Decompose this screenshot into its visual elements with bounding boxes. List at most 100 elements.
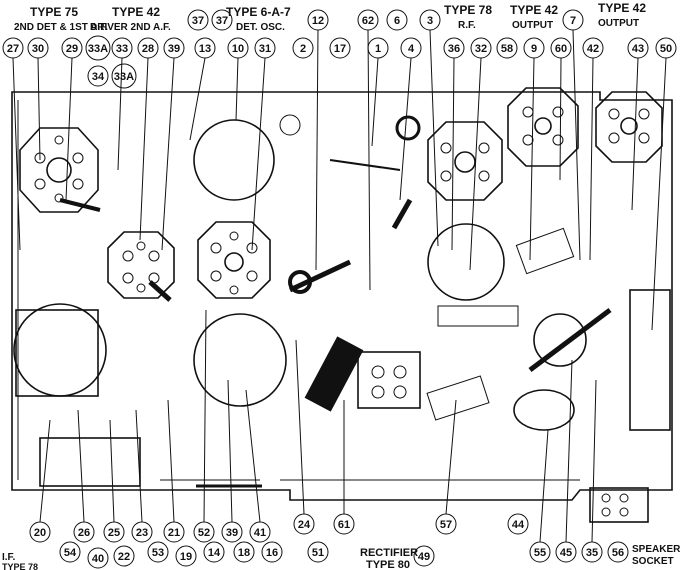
label-driver: DRIVER 2ND A.F.	[90, 22, 171, 33]
bypass-condenser	[391, 198, 413, 230]
label-det-af: 2ND DET & 1ST A.F.	[14, 22, 108, 33]
svg-text:27: 27	[7, 43, 19, 55]
callout-12: 12	[307, 9, 329, 31]
svg-text:40: 40	[92, 553, 104, 565]
label-type80: TYPE 80	[366, 559, 410, 570]
svg-text:17: 17	[334, 43, 346, 55]
filter-can	[513, 389, 575, 431]
callout-3: 3	[419, 9, 441, 31]
plate-resistor	[59, 198, 101, 212]
label-type75: TYPE 75	[30, 5, 78, 19]
label-type78b: TYPE 78	[2, 562, 38, 570]
callout-39b: 39	[221, 521, 243, 543]
trimmer-ring-left	[279, 114, 301, 136]
tube-socket-type42-output-b	[595, 91, 663, 163]
svg-text:34: 34	[92, 71, 105, 83]
if-can-frame	[15, 309, 99, 397]
label-type42a: TYPE 42	[112, 5, 160, 19]
label-rectifier: RECTIFIER	[360, 547, 418, 559]
bias-resistor	[426, 375, 490, 421]
svg-text:43: 43	[632, 43, 644, 55]
svg-text:53: 53	[152, 547, 164, 559]
callout-4: 4	[400, 37, 422, 59]
svg-text:18: 18	[238, 547, 250, 559]
volume-control	[193, 313, 287, 407]
callout-41: 41	[249, 521, 271, 543]
svg-text:22: 22	[118, 551, 130, 563]
callout-39: 39	[163, 37, 185, 59]
callout-24: 24	[293, 513, 315, 535]
callout-18: 18	[233, 541, 255, 563]
trimmer-ring-right	[395, 115, 421, 141]
svg-text:10: 10	[232, 43, 244, 55]
callout-58: 58	[496, 37, 518, 59]
svg-text:20: 20	[34, 527, 46, 539]
svg-text:31: 31	[259, 43, 271, 55]
callout-53: 53	[147, 541, 169, 563]
svg-text:21: 21	[168, 527, 180, 539]
callout-33a: 33A	[85, 35, 111, 61]
chassis-inner-edge	[17, 100, 580, 481]
svg-text:32: 32	[475, 43, 487, 55]
tone-resistor	[515, 227, 575, 275]
callout-33a-lower: 33A	[111, 63, 137, 89]
svg-text:7: 7	[570, 15, 576, 27]
callout-55: 55	[529, 541, 551, 563]
svg-text:62: 62	[362, 15, 374, 27]
label-type42c: TYPE 42	[598, 1, 646, 15]
rectifier-resistor	[304, 336, 364, 412]
callout-52: 52	[193, 521, 215, 543]
label-outputc: OUTPUT	[598, 18, 639, 29]
callout-19: 19	[175, 545, 197, 567]
output-transformer	[533, 313, 587, 367]
callouts-top: 27 30 29 33A 33 28 39 13 37 37 10 31 12 …	[2, 9, 677, 89]
tube-socket-type75	[19, 127, 99, 213]
tube-socket-type6a7	[197, 221, 271, 299]
svg-text:2: 2	[300, 43, 306, 55]
leader-lines	[12, 29, 667, 543]
svg-text:60: 60	[555, 43, 567, 55]
svg-text:33A: 33A	[88, 43, 108, 55]
svg-text:45: 45	[560, 547, 572, 559]
callout-17: 17	[329, 37, 351, 59]
label-type6a7: TYPE 6-A-7	[226, 5, 291, 19]
callout-51: 51	[307, 541, 329, 563]
label-if: I.F.	[2, 552, 16, 563]
callout-43: 43	[627, 37, 649, 59]
callout-37a: 37	[187, 9, 209, 31]
svg-text:44: 44	[512, 519, 525, 531]
callout-45: 45	[555, 541, 577, 563]
wire-a	[329, 159, 401, 171]
callout-32: 32	[470, 37, 492, 59]
svg-text:4: 4	[408, 43, 415, 55]
callout-14: 14	[203, 541, 225, 563]
callout-27: 27	[2, 37, 24, 59]
svg-text:54: 54	[64, 547, 77, 559]
callout-2: 2	[292, 37, 314, 59]
svg-text:33: 33	[116, 43, 128, 55]
callout-1: 1	[367, 37, 389, 59]
svg-text:49: 49	[418, 551, 430, 563]
callout-26: 26	[73, 521, 95, 543]
svg-text:3: 3	[427, 15, 433, 27]
callout-31: 31	[254, 37, 276, 59]
callout-28: 28	[137, 37, 159, 59]
svg-text:14: 14	[208, 547, 221, 559]
svg-text:39: 39	[168, 43, 180, 55]
svg-text:61: 61	[338, 519, 350, 531]
callout-29: 29	[61, 37, 83, 59]
svg-text:26: 26	[78, 527, 90, 539]
tube-socket-type78-rf	[427, 121, 503, 201]
power-resistor	[528, 308, 612, 372]
svg-text:56: 56	[612, 547, 624, 559]
callout-56: 56	[607, 541, 629, 563]
callout-42: 42	[582, 37, 604, 59]
callout-25: 25	[103, 521, 125, 543]
svg-text:55: 55	[534, 547, 546, 559]
callout-61: 61	[333, 513, 355, 535]
electrolytic-capacitor	[629, 289, 671, 431]
label-outputb: OUTPUT	[512, 20, 553, 31]
tube-socket-rectifier-type80	[357, 351, 421, 409]
svg-text:39: 39	[226, 527, 238, 539]
